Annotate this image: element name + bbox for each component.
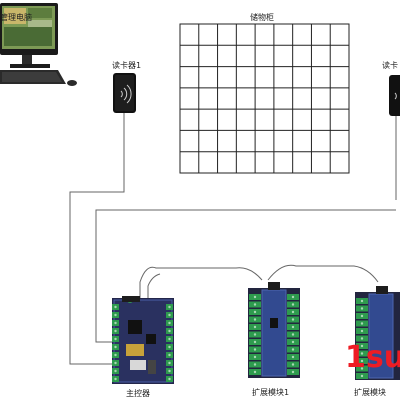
terminal-screw <box>291 355 295 359</box>
terminal-screw <box>168 353 171 357</box>
terminal-screw <box>360 307 364 310</box>
cabinet-label: 储物柜 <box>250 13 274 22</box>
terminal-screw <box>291 363 295 366</box>
terminal-screw <box>114 353 117 357</box>
wiring <box>69 113 397 365</box>
terminal-screw <box>168 321 171 325</box>
pc-label: 管理电脑 <box>0 13 32 22</box>
terminal-screw <box>168 313 171 317</box>
storage-cabinet-grid <box>179 23 350 174</box>
terminal-screw <box>114 337 117 341</box>
terminal-screw <box>253 310 257 314</box>
terminal-screw <box>168 377 171 381</box>
terminal-screw <box>253 355 257 359</box>
terminal-screw <box>291 370 295 374</box>
expansion1-label: 扩展模块1 <box>252 388 290 397</box>
terminal-screw <box>114 377 117 381</box>
terminal-screw <box>291 318 295 321</box>
terminal-screw <box>360 299 364 303</box>
terminal-screw <box>114 329 117 333</box>
expansion-module-2 <box>355 286 400 380</box>
terminal-screw <box>168 369 171 373</box>
terminal-screw <box>360 367 364 370</box>
terminal-screw <box>114 361 117 365</box>
terminal-screw <box>253 295 257 299</box>
terminal-screw <box>168 337 171 341</box>
terminal-screw <box>114 305 117 309</box>
terminal-screw <box>114 345 117 349</box>
expansion-module-1 <box>248 282 300 378</box>
terminal-screw <box>360 374 364 378</box>
terminal-screw <box>168 345 171 349</box>
terminal-screw <box>360 337 364 340</box>
cabinet-frame <box>179 23 350 174</box>
terminal-screw <box>253 370 257 374</box>
terminal-screw <box>253 333 257 336</box>
terminal-screw <box>253 318 257 321</box>
terminal-screw <box>168 305 171 309</box>
terminal-screw <box>291 295 295 299</box>
reader1-label: 读卡器1 <box>112 61 142 70</box>
terminal-screw <box>291 333 295 336</box>
terminal-screw <box>291 340 295 344</box>
card-reader-2 <box>389 75 400 116</box>
management-pc <box>0 3 77 86</box>
terminal-screw <box>291 348 295 351</box>
card-reader-1 <box>113 73 136 113</box>
terminal-screw <box>168 329 171 333</box>
terminal-screw <box>114 369 117 373</box>
controller-label: 主控器 <box>126 389 150 398</box>
terminal-screw <box>253 325 257 329</box>
terminal-screw <box>253 340 257 344</box>
terminal-screw <box>291 303 295 306</box>
terminal-screw <box>360 352 364 355</box>
main-controller-board <box>112 296 174 384</box>
terminal-screw <box>360 314 364 318</box>
reader2-label: 读卡 <box>382 61 398 70</box>
terminal-screw <box>253 348 257 351</box>
terminal-screw <box>291 325 295 329</box>
watermark-text: 1su <box>345 340 400 375</box>
terminal-screw <box>114 321 117 325</box>
terminal-screw <box>360 329 364 333</box>
expansion2-label: 扩展模块 <box>354 388 386 397</box>
terminal-screw <box>291 310 295 314</box>
terminal-screw <box>360 344 364 348</box>
terminal-screw <box>168 361 171 365</box>
terminal-screw <box>253 303 257 306</box>
terminal-screw <box>360 359 364 363</box>
terminal-screw <box>253 363 257 366</box>
terminal-screw <box>114 313 117 317</box>
terminal-screw <box>360 322 364 325</box>
